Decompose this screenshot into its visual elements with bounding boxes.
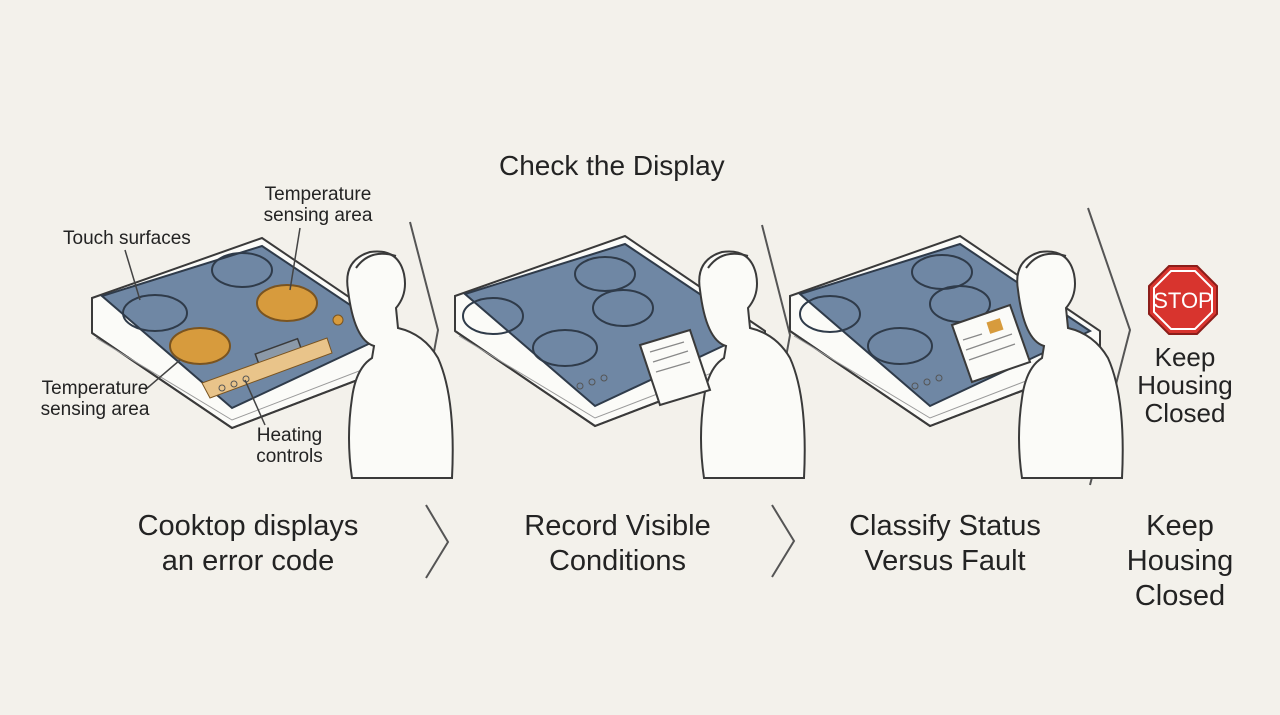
callout-temperature-sensing-left: Temperature sensing area	[40, 378, 150, 420]
step-caption-4: Keep Housing Closed	[1126, 510, 1234, 612]
step-caption-1: Cooktop displays an error code	[137, 510, 359, 577]
cooktop-illustration-2	[454, 235, 766, 427]
chevron-icon	[771, 504, 796, 578]
clipboard-icon	[638, 328, 712, 407]
chevron-icon	[425, 504, 450, 579]
stop-caption: Keep Housing Closed	[1137, 342, 1233, 428]
callout-heating-controls: Heating controls	[256, 425, 323, 467]
stop-sign-text: STOP	[1153, 288, 1213, 313]
diagram-title: Check the Display	[499, 150, 725, 181]
callout-line	[289, 227, 301, 291]
step-caption-2: Record Visible Conditions	[524, 510, 711, 577]
cooktop-illustration-1	[91, 237, 403, 429]
tablet-icon	[950, 303, 1032, 384]
callout-line	[144, 359, 181, 391]
step-caption-3: Classify Status Versus Fault	[849, 510, 1041, 577]
callout-line	[124, 249, 141, 301]
callout-touch-surfaces: Touch surfaces	[63, 228, 191, 249]
stop-sign-icon	[1148, 265, 1218, 335]
callout-line	[244, 379, 266, 426]
callout-temperature-sensing-top: Temperature sensing area	[263, 184, 373, 226]
